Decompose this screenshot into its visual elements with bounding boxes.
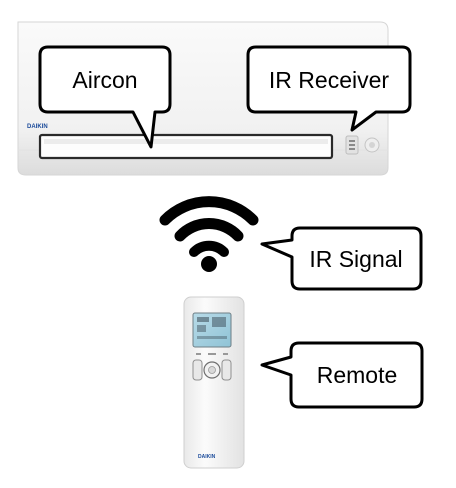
callout-aircon-label: Aircon [72,67,137,93]
callout-ir-signal: IR Signal [260,226,423,291]
air-outlet-vent [38,133,334,160]
callout-ir-receiver-label: IR Receiver [269,67,389,93]
remote-buttons [192,353,232,381]
callout-remote: Remote [260,341,424,409]
callout-ir-signal-label: IR Signal [309,246,402,272]
wifi-signal-icon [159,196,259,272]
remote-logo: DAIKIN [198,454,216,460]
callout-aircon: Aircon [38,45,172,149]
remote-control: DAIKIN [183,296,245,469]
callout-remote-label: Remote [317,362,398,388]
callout-ir-receiver: IR Receiver [246,45,412,132]
ir-receiver-window [345,135,380,155]
aircon-logo: DAIKIN [27,124,48,130]
